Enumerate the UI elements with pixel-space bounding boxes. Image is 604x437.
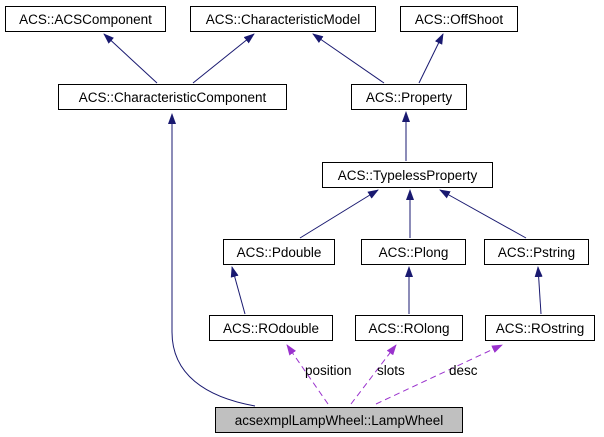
node-acs-rolong[interactable]: ACS::ROlong: [355, 315, 463, 341]
node-acs-pstring[interactable]: ACS::Pstring: [484, 239, 589, 265]
node-acs-acscomponent[interactable]: ACS::ACSComponent: [5, 6, 166, 32]
node-acs-rodouble[interactable]: ACS::ROdouble: [209, 315, 333, 341]
node-acsexmpllampwheel-lampwheel: acsexmplLampWheel::LampWheel: [215, 407, 463, 433]
node-acs-rostring[interactable]: ACS::ROstring: [485, 315, 595, 341]
edge-property-to-offshoot: [418, 33, 444, 84]
edge-rodouble-to-pdouble: [230, 266, 246, 315]
edge-lampwheel-desc-to-rostring: [375, 344, 503, 405]
node-acs-property[interactable]: ACS::Property: [351, 84, 467, 110]
edge-property-to-characteristicmodel: [312, 33, 385, 84]
node-acs-characteristicmodel[interactable]: ACS::CharacteristicModel: [190, 6, 376, 32]
node-acs-pdouble[interactable]: ACS::Pdouble: [223, 239, 335, 265]
node-acs-offshoot[interactable]: ACS::OffShoot: [400, 6, 518, 32]
edge-label-position: position: [305, 363, 352, 378]
edge-pdouble-to-typelessproperty: [299, 189, 379, 239]
edge-rostring-to-pstring: [534, 266, 543, 315]
edge-characteristiccomponent-to-characteristicmodel: [192, 33, 255, 84]
edge-characteristiccomponent-to-acscomponent: [103, 33, 158, 84]
node-acs-characteristiccomponent[interactable]: ACS::CharacteristicComponent: [58, 84, 287, 110]
node-acs-typelessproperty[interactable]: ACS::TypelessProperty: [322, 162, 493, 188]
edge-pstring-to-typelessproperty: [439, 189, 527, 239]
edge-lampwheel-position-to-rodouble: [286, 344, 329, 405]
edge-label-desc: desc: [449, 363, 478, 378]
edge-label-slots: slots: [377, 363, 405, 378]
edge-lampwheel-slots-to-rolong: [350, 344, 397, 405]
node-acs-plong[interactable]: ACS::Plong: [361, 239, 466, 265]
edge-lampwheel-to-characteristiccomponent: [168, 113, 256, 407]
